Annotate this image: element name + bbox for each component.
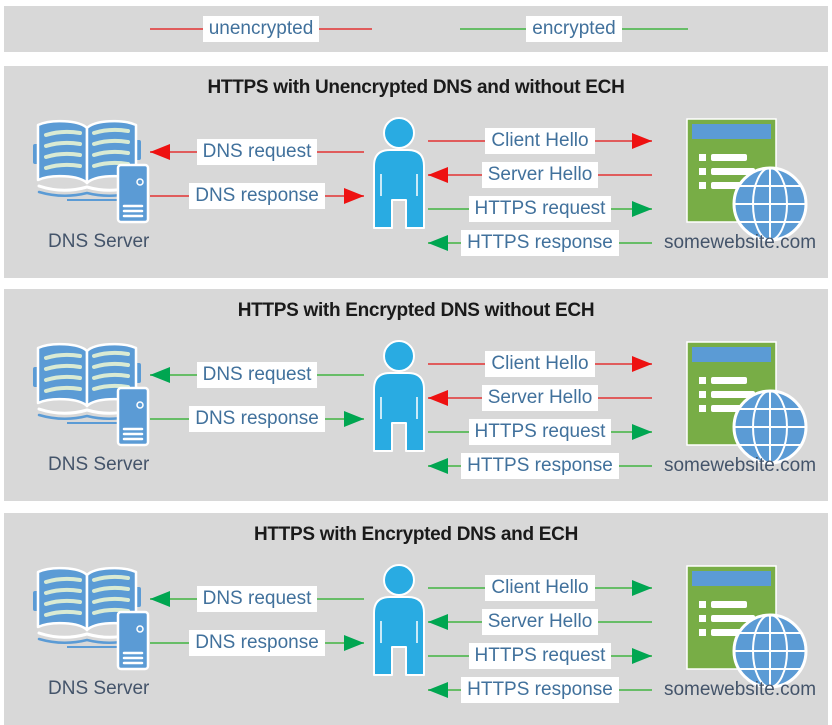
website-icon: [686, 565, 808, 689]
dns-request-arrow: DNS request: [150, 586, 364, 612]
arrowhead-icon: [428, 682, 448, 698]
arrow-label: HTTPS request: [468, 643, 612, 669]
dns-server-label: DNS Server: [48, 678, 150, 699]
client-hello-arrow: Client Hello: [428, 128, 652, 154]
open-book-icon: [33, 119, 141, 197]
dns-response-arrow: DNS response: [150, 183, 364, 209]
arrow-label: HTTPS response: [461, 453, 619, 479]
website-label: somewebsite.com: [663, 232, 817, 253]
globe-icon: [732, 166, 808, 242]
arrow-label: Server Hello: [481, 609, 599, 635]
legend-item-encrypted: encrypted: [460, 16, 688, 42]
arrow-label: Client Hello: [485, 128, 595, 154]
arrow-label: Server Hello: [481, 385, 599, 411]
dns-server-label: DNS Server: [48, 231, 150, 252]
arrow-label: HTTPS request: [468, 196, 612, 222]
arrow-label: Server Hello: [481, 162, 599, 188]
user-icon: [373, 340, 425, 452]
server-hello-arrow: Server Hello: [428, 609, 652, 635]
legend-label: encrypted: [526, 16, 622, 42]
arrow-label: DNS request: [196, 139, 318, 165]
dns-server-icon: [33, 566, 150, 671]
arrow-label: HTTPS request: [468, 419, 612, 445]
panel-title: HTTPS with Encrypted DNS and ECH: [254, 524, 578, 545]
dns-response-arrow: DNS response: [150, 630, 364, 656]
website-icon: [686, 118, 808, 242]
arrowhead-icon: [632, 356, 652, 372]
server-hello-arrow: Server Hello: [428, 385, 652, 411]
arrowhead-icon: [428, 458, 448, 474]
server-icon: [116, 610, 150, 671]
arrow-label: HTTPS response: [461, 230, 619, 256]
server-hello-arrow: Server Hello: [428, 162, 652, 188]
https-request-arrow: HTTPS request: [428, 643, 652, 669]
dns-server-icon: [33, 119, 150, 224]
dns-response-arrow: DNS response: [150, 406, 364, 432]
arrow-label: Client Hello: [485, 351, 595, 377]
panel-encrypted-dns-and-ech: HTTPS with Encrypted DNS and ECH DNS: [4, 513, 828, 725]
open-book-icon: [33, 566, 141, 644]
globe-icon: [732, 613, 808, 689]
user-icon: [373, 564, 425, 676]
panel-title: HTTPS with Unencrypted DNS and without E…: [207, 77, 625, 98]
arrowhead-icon: [344, 188, 364, 204]
globe-icon: [732, 389, 808, 465]
panel-unencrypted-dns-no-ech: HTTPS with Unencrypted DNS and without E…: [4, 66, 828, 278]
arrow-label: DNS response: [189, 406, 325, 432]
arrowhead-icon: [632, 424, 652, 440]
website-label: somewebsite.com: [663, 679, 817, 700]
arrow-label: Client Hello: [485, 575, 595, 601]
dns-request-arrow: DNS request: [150, 362, 364, 388]
https-request-arrow: HTTPS request: [428, 419, 652, 445]
arrowhead-icon: [150, 367, 170, 383]
user-icon: [373, 117, 425, 229]
https-request-arrow: HTTPS request: [428, 196, 652, 222]
https-response-arrow: HTTPS response: [428, 453, 652, 479]
https-response-arrow: HTTPS response: [428, 677, 652, 703]
client-hello-arrow: Client Hello: [428, 575, 652, 601]
arrowhead-icon: [428, 235, 448, 251]
arrowhead-icon: [428, 167, 448, 183]
arrowhead-icon: [344, 635, 364, 651]
arrow-label: DNS response: [189, 183, 325, 209]
legend-label: unencrypted: [202, 16, 320, 42]
dns-server-icon: [33, 342, 150, 447]
https-response-arrow: HTTPS response: [428, 230, 652, 256]
arrowhead-icon: [632, 580, 652, 596]
arrowhead-icon: [150, 144, 170, 160]
server-icon: [116, 163, 150, 224]
arrowhead-icon: [632, 133, 652, 149]
arrow-label: DNS request: [196, 362, 318, 388]
arrowhead-icon: [632, 648, 652, 664]
client-hello-arrow: Client Hello: [428, 351, 652, 377]
arrow-label: DNS request: [196, 586, 318, 612]
arrowhead-icon: [428, 390, 448, 406]
arrowhead-icon: [632, 201, 652, 217]
dns-request-arrow: DNS request: [150, 139, 364, 165]
website-label: somewebsite.com: [663, 455, 817, 476]
arrow-label: HTTPS response: [461, 677, 619, 703]
dns-server-label: DNS Server: [48, 454, 150, 475]
arrow-label: DNS response: [189, 630, 325, 656]
legend-bar: unencrypted encrypted: [4, 6, 828, 52]
arrowhead-icon: [428, 614, 448, 630]
legend-item-unencrypted: unencrypted: [150, 16, 372, 42]
panel-encrypted-dns-no-ech: HTTPS with Encrypted DNS without ECH: [4, 289, 828, 501]
website-icon: [686, 341, 808, 465]
panel-title: HTTPS with Encrypted DNS without ECH: [237, 300, 595, 321]
arrowhead-icon: [150, 591, 170, 607]
arrowhead-icon: [344, 411, 364, 427]
server-icon: [116, 386, 150, 447]
